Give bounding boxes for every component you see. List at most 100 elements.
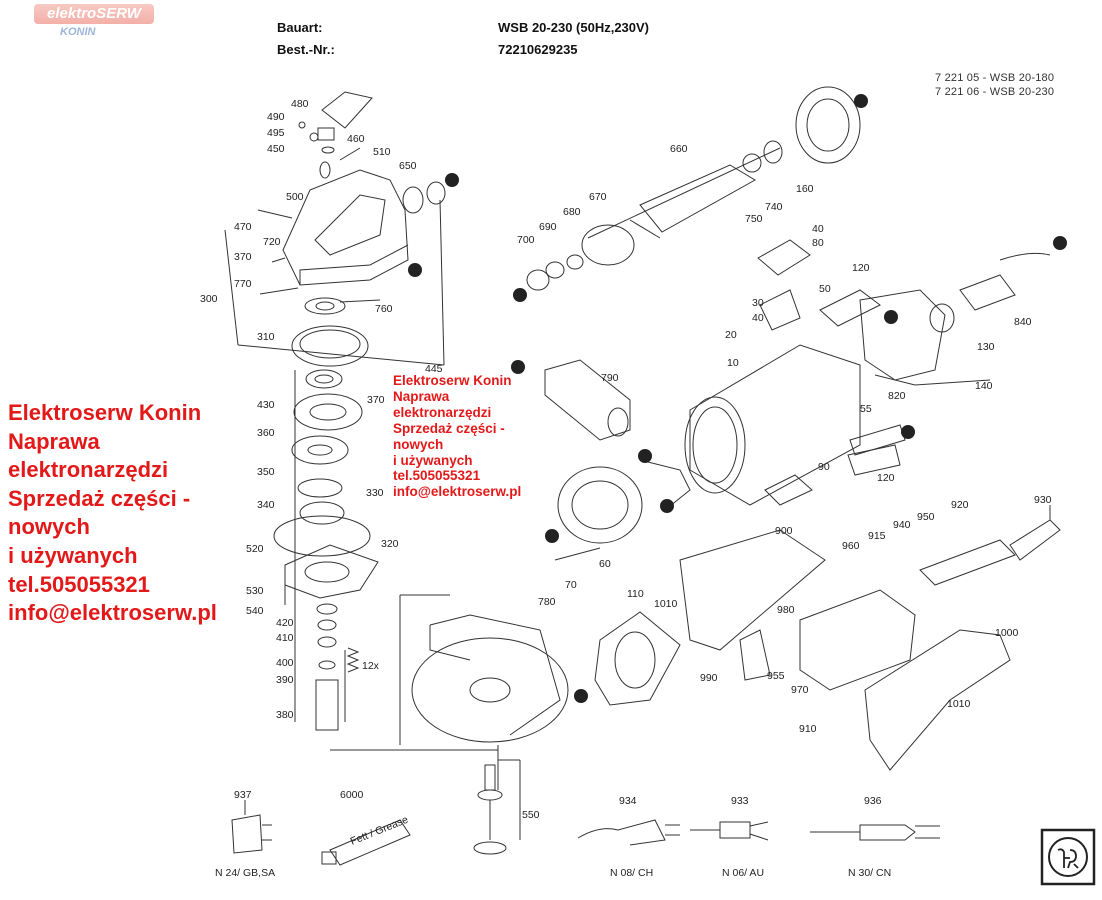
ad-email: info@elektroserw.pl	[8, 600, 217, 626]
part-number: 10	[727, 357, 739, 369]
part-number: 160	[796, 183, 814, 195]
part-number: 510	[373, 146, 391, 158]
part-number: 110	[627, 588, 644, 600]
part-number: 40	[812, 223, 824, 235]
plug-code-cn: N 30/ CN	[848, 867, 891, 879]
part-number: 950	[917, 511, 935, 523]
part-number: 1000	[995, 627, 1019, 639]
marker-letter: A	[1056, 238, 1064, 250]
part-number: 670	[589, 191, 607, 203]
part-number: 30	[752, 297, 764, 309]
part-number: 550	[522, 809, 540, 821]
ad-line: nowych	[393, 436, 444, 452]
part-number: 940	[893, 519, 911, 531]
part-number: 955	[767, 670, 785, 682]
part-number: 120	[877, 472, 895, 484]
ad-line: i używanych	[8, 542, 138, 568]
part-number: 690	[539, 221, 557, 233]
part-number: 900	[775, 525, 793, 537]
part-number: 20	[725, 329, 737, 341]
part-number: 720	[263, 236, 281, 248]
part-number: 360	[257, 427, 275, 439]
part-number: 530	[246, 585, 264, 597]
part-number: 60	[599, 558, 611, 570]
part-number: 980	[777, 604, 795, 616]
part-number: 930	[1034, 494, 1052, 506]
part-number: 650	[399, 160, 417, 172]
part-number: 780	[538, 596, 556, 608]
type-label: Bauart:	[277, 20, 323, 35]
part-number: 90	[818, 461, 830, 473]
grease-tube-label: Fett / Grease	[349, 814, 410, 848]
part-number: 50	[819, 283, 831, 295]
elektroserw-watermark-logo: elektroSERW KONIN	[34, 2, 154, 38]
ad-line: i używanych	[393, 452, 473, 468]
part-number: 680	[563, 206, 581, 218]
part-number: 990	[700, 672, 718, 684]
order-number-value: 72210629235	[498, 42, 578, 57]
part-number: 340	[257, 499, 275, 511]
ad-line: elektronarzędzi	[393, 404, 492, 420]
part-number: 770	[234, 278, 252, 290]
part-number: 55	[860, 403, 872, 415]
part-number: 390	[276, 674, 294, 686]
order-number-label: Best.-Nr.:	[277, 42, 335, 57]
part-number: 490	[267, 111, 285, 123]
marker-letter: C	[663, 501, 671, 513]
part-number: 320	[381, 538, 399, 550]
watermark-brand: elektroSERW	[34, 4, 154, 24]
marker-letter: A	[577, 691, 585, 703]
part-number: 1010	[654, 598, 678, 610]
part-number: 495	[267, 127, 285, 139]
part-number: 933	[731, 795, 749, 807]
part-number: 450	[267, 143, 285, 155]
part-number: 370	[367, 394, 385, 406]
plug-code-ch: N 08/ CH	[610, 867, 653, 879]
part-number: 40	[752, 312, 764, 324]
part-number: 936	[864, 795, 882, 807]
fein-manufacturer-logo	[1040, 828, 1096, 886]
part-number-labels: 480 490 495 460 450 510 650 500 470 720 …	[200, 98, 1052, 821]
part-number: 960	[842, 540, 860, 552]
ad-line: nowych	[8, 514, 90, 540]
part-number: 470	[234, 221, 252, 233]
part-number: 310	[257, 331, 275, 343]
part-number: 915	[868, 530, 886, 542]
part-number: 120	[852, 262, 870, 274]
part-number: 410	[276, 632, 294, 644]
repair-service-ad-small: Elektroserw Konin Naprawa elektronarzędz…	[393, 373, 568, 500]
ad-phone: tel.505055321	[393, 468, 481, 484]
part-number: 420	[276, 617, 294, 629]
part-number: 400	[276, 657, 294, 669]
part-number: 330	[366, 487, 384, 499]
variant-line-2: 7 221 06 - WSB 20-230	[935, 86, 1055, 98]
ad-line: Sprzedaż części -	[393, 420, 505, 436]
reference-markers: D E E F A B C F B C D A	[408, 94, 1067, 703]
plug-code-gb: N 24/ GB,SA	[215, 867, 275, 879]
part-number: 750	[745, 213, 763, 225]
part-number: 12x	[362, 660, 380, 672]
part-number: 430	[257, 399, 275, 411]
part-number: 80	[812, 237, 824, 249]
ad-email: info@elektroserw.pl	[393, 484, 522, 500]
marker-letter: C	[904, 427, 912, 439]
part-number: 130	[977, 341, 995, 353]
marker-letter: B	[887, 312, 895, 324]
part-number: 70	[565, 579, 577, 591]
part-number: 140	[975, 380, 993, 392]
watermark-city: KONIN	[60, 26, 96, 38]
part-number: 920	[951, 499, 969, 511]
part-number: 820	[888, 390, 906, 402]
part-number: 520	[246, 543, 264, 555]
marker-letter: F	[515, 362, 522, 374]
part-number: 934	[619, 795, 637, 807]
type-value: WSB 20-230 (50Hz,230V)	[498, 20, 650, 35]
part-number: 500	[286, 191, 304, 203]
ad-phone: tel.505055321	[8, 571, 150, 597]
ad-line: Sprzedaż części -	[8, 485, 191, 511]
marker-letter: D	[857, 96, 865, 108]
ad-line: Elektroserw Konin	[393, 373, 512, 388]
part-number: 760	[375, 303, 393, 315]
part-number: 740	[765, 201, 783, 213]
